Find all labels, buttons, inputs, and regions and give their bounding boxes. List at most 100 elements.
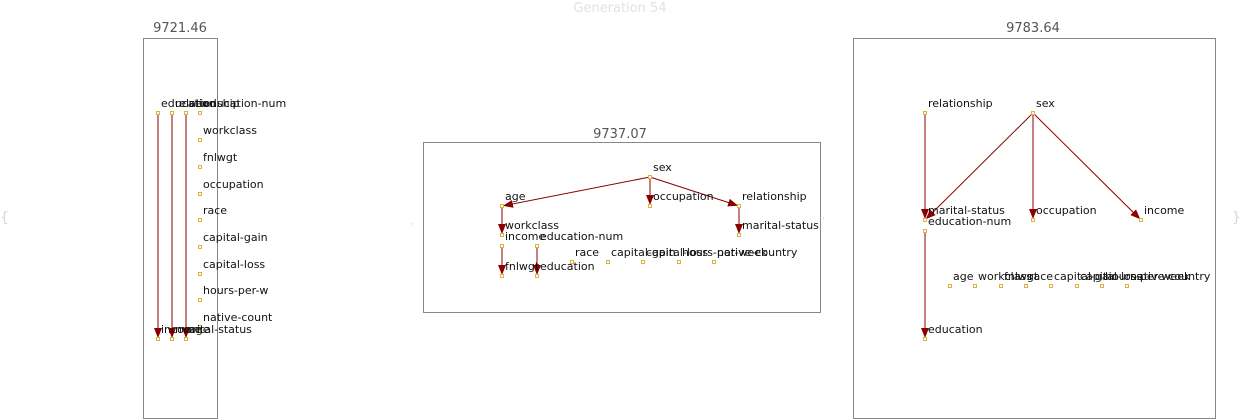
node-label: capital-gain: [611, 246, 676, 259]
node-label: fnlwgt: [505, 260, 540, 273]
node-marker: [648, 175, 652, 179]
node-marker: [535, 244, 539, 248]
node-marker: [184, 111, 188, 115]
node-label: occupation: [653, 190, 714, 203]
left-bracket: {: [0, 210, 9, 226]
node-label: hours-per-week: [1105, 270, 1191, 283]
edge-sex-to-marital-status: [925, 112, 1034, 220]
node-label: capital-loss: [1080, 270, 1142, 283]
node-marker: [641, 260, 645, 264]
node-marker: [170, 111, 174, 115]
node-label: marital-status: [175, 323, 252, 336]
node-marker: [648, 204, 652, 208]
node-marker: [677, 260, 681, 264]
node-marker: [923, 111, 927, 115]
node-marker: [999, 284, 1003, 288]
node-label: education: [928, 323, 983, 336]
node-label: age: [505, 190, 526, 203]
node-marker: [500, 244, 504, 248]
node-marker: [606, 260, 610, 264]
node-label: race: [575, 246, 599, 259]
panel-frame: [423, 142, 821, 313]
node-marker: [198, 325, 202, 329]
node-label: race: [203, 204, 227, 217]
node-marker: [170, 337, 174, 341]
node-marker: [1031, 111, 1035, 115]
node-marker: [198, 138, 202, 142]
panel-2: 9737.07 sex age occupation relationship workc…: [423, 127, 821, 313]
node-label: relationship: [175, 97, 240, 110]
node-label: workclass: [505, 219, 559, 232]
node-label: education-num: [928, 215, 1011, 228]
node-marker: [1125, 284, 1129, 288]
node-marker: [184, 337, 188, 341]
node-label: sex: [189, 97, 208, 110]
node-label: sex: [653, 161, 672, 174]
panel-score: 9721.46: [153, 21, 207, 36]
node-marker: [500, 204, 504, 208]
node-label: age: [189, 323, 210, 336]
edge-sex-to-relationship: [649, 176, 739, 207]
edge-sex-to-income: [1032, 112, 1141, 220]
node-label: capital-gain: [1054, 270, 1119, 283]
node-marker: [1024, 284, 1028, 288]
generation-title: Generation 54: [573, 1, 666, 16]
node-marker: [1100, 284, 1104, 288]
node-marker: [712, 260, 716, 264]
node-label: hours-per-week: [682, 246, 768, 259]
node-label: capital-gain: [203, 231, 268, 244]
node-marker: [198, 218, 202, 222]
node-label: occupation: [1036, 204, 1097, 217]
node-label: age: [953, 270, 974, 283]
node-marker: [198, 245, 202, 249]
node-label: education: [540, 260, 595, 273]
node-marker: [1075, 284, 1079, 288]
panel-1: 9721.46 educationrelationshipsexeducation…: [143, 21, 286, 419]
node-label: income: [1144, 204, 1185, 217]
node-marker: [198, 298, 202, 302]
node-label: marital-status: [742, 219, 819, 232]
node-marker: [500, 233, 504, 237]
node-label: native-count: [203, 311, 273, 324]
node-marker: [500, 274, 504, 278]
node-label: capital-loss: [203, 258, 265, 271]
node-label: occupation: [203, 178, 264, 191]
node-label: relationship: [928, 97, 993, 110]
node-marker: [156, 337, 160, 341]
node-marker: [198, 272, 202, 276]
node-label: native-country: [1130, 270, 1211, 283]
node-marker: [570, 260, 574, 264]
node-label: sex: [1036, 97, 1055, 110]
panel-score: 9783.64: [1006, 21, 1060, 36]
node-label: relationship: [742, 190, 807, 203]
separator-mark-1: ,: [410, 216, 413, 227]
panel-score: 9737.07: [593, 127, 647, 142]
node-label: workclass: [203, 124, 257, 137]
node-marker: [1049, 284, 1053, 288]
node-label: education-num: [203, 97, 286, 110]
node-marker: [948, 284, 952, 288]
node-label: hours-per-w: [203, 284, 268, 297]
node-label: capital-loss: [646, 246, 708, 259]
node-marker: [923, 218, 927, 222]
node-marker: [1139, 218, 1143, 222]
node-label: fnlwgt: [1004, 270, 1039, 283]
node-marker: [923, 337, 927, 341]
node-label: workclass: [978, 270, 1032, 283]
right-bracket: }: [1232, 210, 1241, 226]
node-marker: [1031, 218, 1035, 222]
node-marker: [535, 274, 539, 278]
node-label: income: [161, 323, 202, 336]
node-marker: [156, 111, 160, 115]
node-marker: [737, 233, 741, 237]
node-label: native-country: [717, 246, 798, 259]
node-marker: [923, 229, 927, 233]
node-marker: [198, 192, 202, 196]
node-label: fnlwgt: [203, 151, 238, 164]
node-marker: [198, 111, 202, 115]
node-label: education: [161, 97, 216, 110]
node-marker: [198, 165, 202, 169]
node-label: income: [505, 230, 546, 243]
